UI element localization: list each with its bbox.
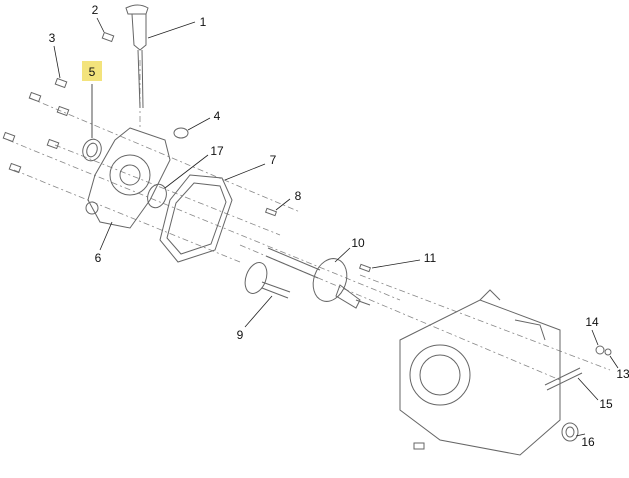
crankshaft [265,247,371,309]
crankcase-block [399,289,561,456]
key [358,263,372,273]
leader-lines [53,17,619,437]
callout-highlight [82,61,102,81]
callout-10[interactable]: 10 [351,236,365,250]
camshaft [244,262,291,299]
crankcase-cover [85,127,171,229]
callout-7[interactable]: 7 [269,153,277,167]
centerlines [7,60,611,381]
callout-14[interactable]: 14 [585,315,599,329]
callout-16[interactable]: 16 [581,435,595,449]
callout-15[interactable]: 15 [599,397,613,411]
callout-13[interactable]: 13 [616,367,629,381]
dowel-pin [264,207,278,217]
callout-2[interactable]: 2 [91,3,99,17]
o-ring [147,183,167,209]
oil-seal [82,138,102,162]
plug [173,127,189,139]
callout-3[interactable]: 3 [48,31,56,45]
gasket [159,174,233,263]
callout-4[interactable]: 4 [213,109,221,123]
bolts [2,31,115,174]
callout-1[interactable]: 1 [199,15,207,29]
callout-9[interactable]: 9 [236,328,244,342]
callout-6[interactable]: 6 [94,251,102,265]
governor-parts [413,345,612,450]
callout-17[interactable]: 17 [210,144,224,158]
dipstick [125,4,149,109]
callout-11[interactable]: 11 [423,251,437,265]
callout-8[interactable]: 8 [294,189,302,203]
callout-5[interactable]: 5 [88,65,96,79]
